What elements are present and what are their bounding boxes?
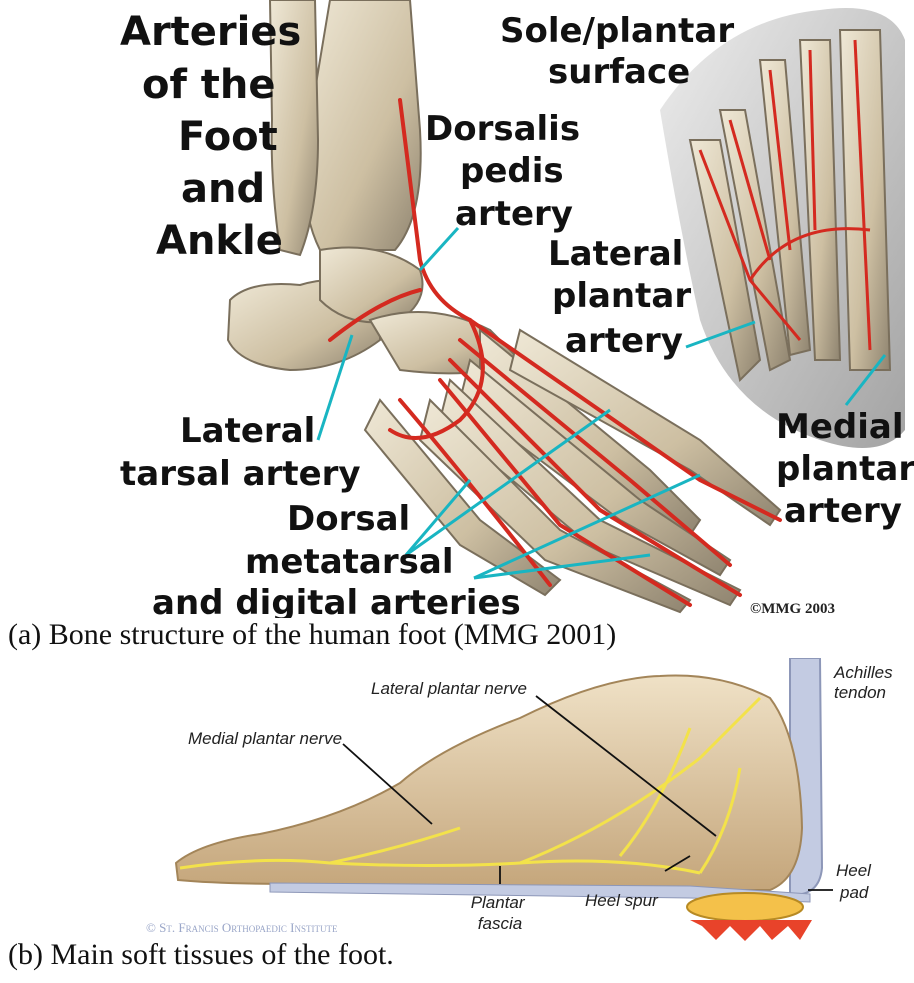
sole-line-2: surface — [548, 52, 690, 92]
panel-a-foot-arteries: Arteries of the Foot and Ankle Sole/plan… — [0, 0, 914, 618]
dorsalis-pedis-label: Dorsalis pedis artery — [425, 109, 592, 234]
copyright-mmg: ©MMG 2003 — [750, 601, 835, 617]
medial-plantar-line-2: plantar — [776, 449, 914, 489]
dorsalis-line-1: Dorsalis — [425, 109, 580, 149]
dorsal-metatarsal-line-3: and digital arteries — [152, 583, 521, 618]
medial-plantar-line-3: artery — [784, 491, 902, 531]
sole-line-1: Sole/plantar — [500, 11, 734, 51]
dorsal-metatarsal-line-1: Dorsal — [287, 499, 410, 539]
lateral-plantar-line-2: plantar — [552, 276, 691, 316]
heel-pad-line-1: Heel — [836, 861, 872, 880]
lateral-plantar-label: Lateral plantar artery — [548, 234, 703, 361]
heel-pad — [687, 893, 803, 921]
achilles-line-2: tendon — [834, 683, 886, 702]
lateral-plantar-nerve-label: Lateral plantar nerve — [371, 679, 527, 698]
title-line-1: Arteries — [120, 9, 301, 55]
lateral-plantar-line-3: artery — [565, 321, 683, 361]
caption-b: (b) Main soft tissues of the foot. — [8, 938, 394, 972]
sole-view — [660, 8, 905, 448]
panel-b-soft-tissues: Achilles tendon Lateral plantar nerve Me… — [0, 658, 914, 941]
institute-credit: © St. Francis Orthopaedic Institute — [146, 920, 338, 935]
lateral-tarsal-line-2: tarsal artery — [120, 454, 361, 494]
title-line-4: and — [181, 166, 265, 212]
caption-a: (a) Bone structure of the human foot (MM… — [8, 618, 616, 652]
lateral-tarsal-label: Lateral tarsal artery — [120, 411, 361, 494]
title-line-3: Foot — [178, 114, 278, 160]
plantar-fascia-line-1: Plantar — [471, 893, 526, 912]
heel-pad-label: Heel pad — [836, 861, 876, 902]
achilles-label: Achilles tendon — [833, 663, 897, 702]
panel-a-illustration: Arteries of the Foot and Ankle Sole/plan… — [0, 0, 914, 618]
lateral-tarsal-line-1: Lateral — [180, 411, 315, 451]
title-line-5: Ankle — [156, 218, 283, 264]
achilles-line-1: Achilles — [833, 663, 893, 682]
plantar-fascia-label: Plantar fascia — [471, 893, 530, 933]
medial-plantar-label: Medial plantar artery — [776, 407, 914, 531]
dorsalis-line-3: artery — [455, 194, 573, 234]
dorsal-metatarsal-line-2: metatarsal — [245, 542, 453, 582]
panel-b-illustration: Achilles tendon Lateral plantar nerve Me… — [0, 658, 914, 941]
plantar-fascia-line-2: fascia — [478, 914, 522, 933]
heel-pain-indicator — [690, 920, 812, 941]
title-line-2: of the — [142, 62, 276, 108]
medial-plantar-line-1: Medial — [776, 407, 903, 447]
medial-plantar-nerve-label: Medial plantar nerve — [188, 729, 342, 748]
heel-pad-line-2: pad — [839, 883, 869, 902]
heel-spur-label: Heel spur — [585, 891, 659, 910]
lateral-plantar-line-1: Lateral — [548, 234, 683, 274]
dorsalis-line-2: pedis — [460, 151, 564, 191]
